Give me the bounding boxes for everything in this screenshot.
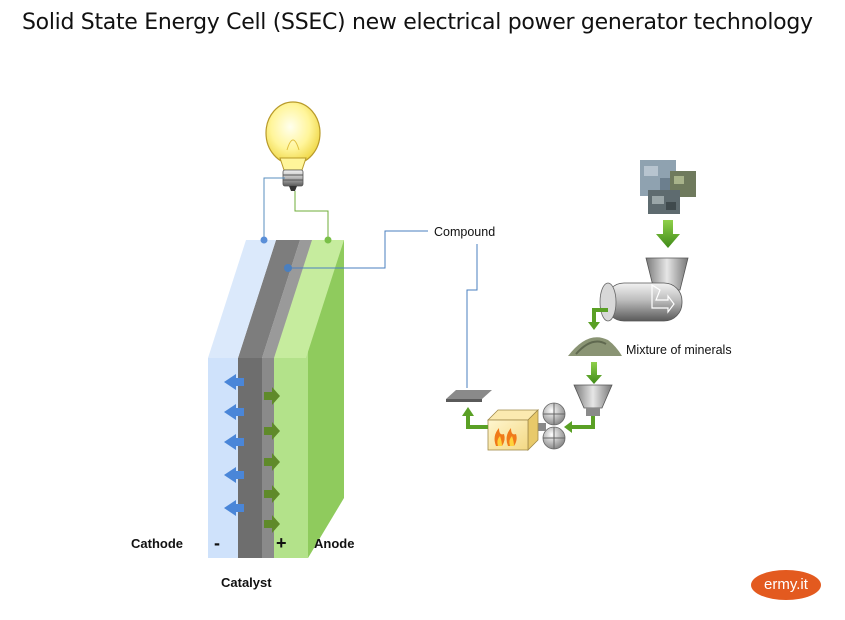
mineral-rocks-image [640, 160, 696, 214]
electron-arrows-cathode [224, 374, 244, 516]
catalyst-label: Catalyst [221, 575, 272, 590]
cathode-label: Cathode [131, 536, 183, 551]
flow-arrow-pile [586, 362, 602, 384]
furnace-icon [487, 409, 539, 451]
cathode-layer [208, 240, 276, 558]
anode-layer [270, 240, 344, 558]
flow-arrow-furnace [462, 407, 474, 416]
mineral-mixture-pile [568, 337, 622, 356]
flow-line-mill [592, 308, 608, 322]
page-title: Solid State Energy Cell (SSEC) new elect… [22, 10, 813, 35]
compound-plate-icon [446, 390, 492, 402]
compound-line [288, 230, 428, 269]
ion-arrows-anode [264, 387, 280, 533]
flow-line-funnel [572, 416, 595, 429]
anode-contact [324, 236, 332, 244]
anode-wire [294, 191, 329, 240]
mixture-label: Mixture of minerals [626, 343, 732, 357]
flow-arrow-mill [588, 322, 600, 330]
minus-sign: - [214, 533, 220, 553]
anode-label: Anode [314, 536, 354, 551]
ball-mill-icon [599, 257, 689, 322]
cathode-wire [263, 177, 285, 240]
cathode-contact [260, 236, 268, 244]
plus-sign: + [276, 533, 287, 553]
flow-line-furnace [466, 416, 488, 429]
funnel-icon [573, 384, 613, 416]
flow-arrow-rocks [656, 220, 680, 248]
compound-label: Compound [434, 225, 495, 239]
ermy-logo[interactable]: ermy.it [751, 570, 821, 600]
compound-line-lower [466, 244, 478, 388]
flow-arrow-funnel [564, 421, 572, 433]
light-bulb-icon [265, 101, 321, 191]
